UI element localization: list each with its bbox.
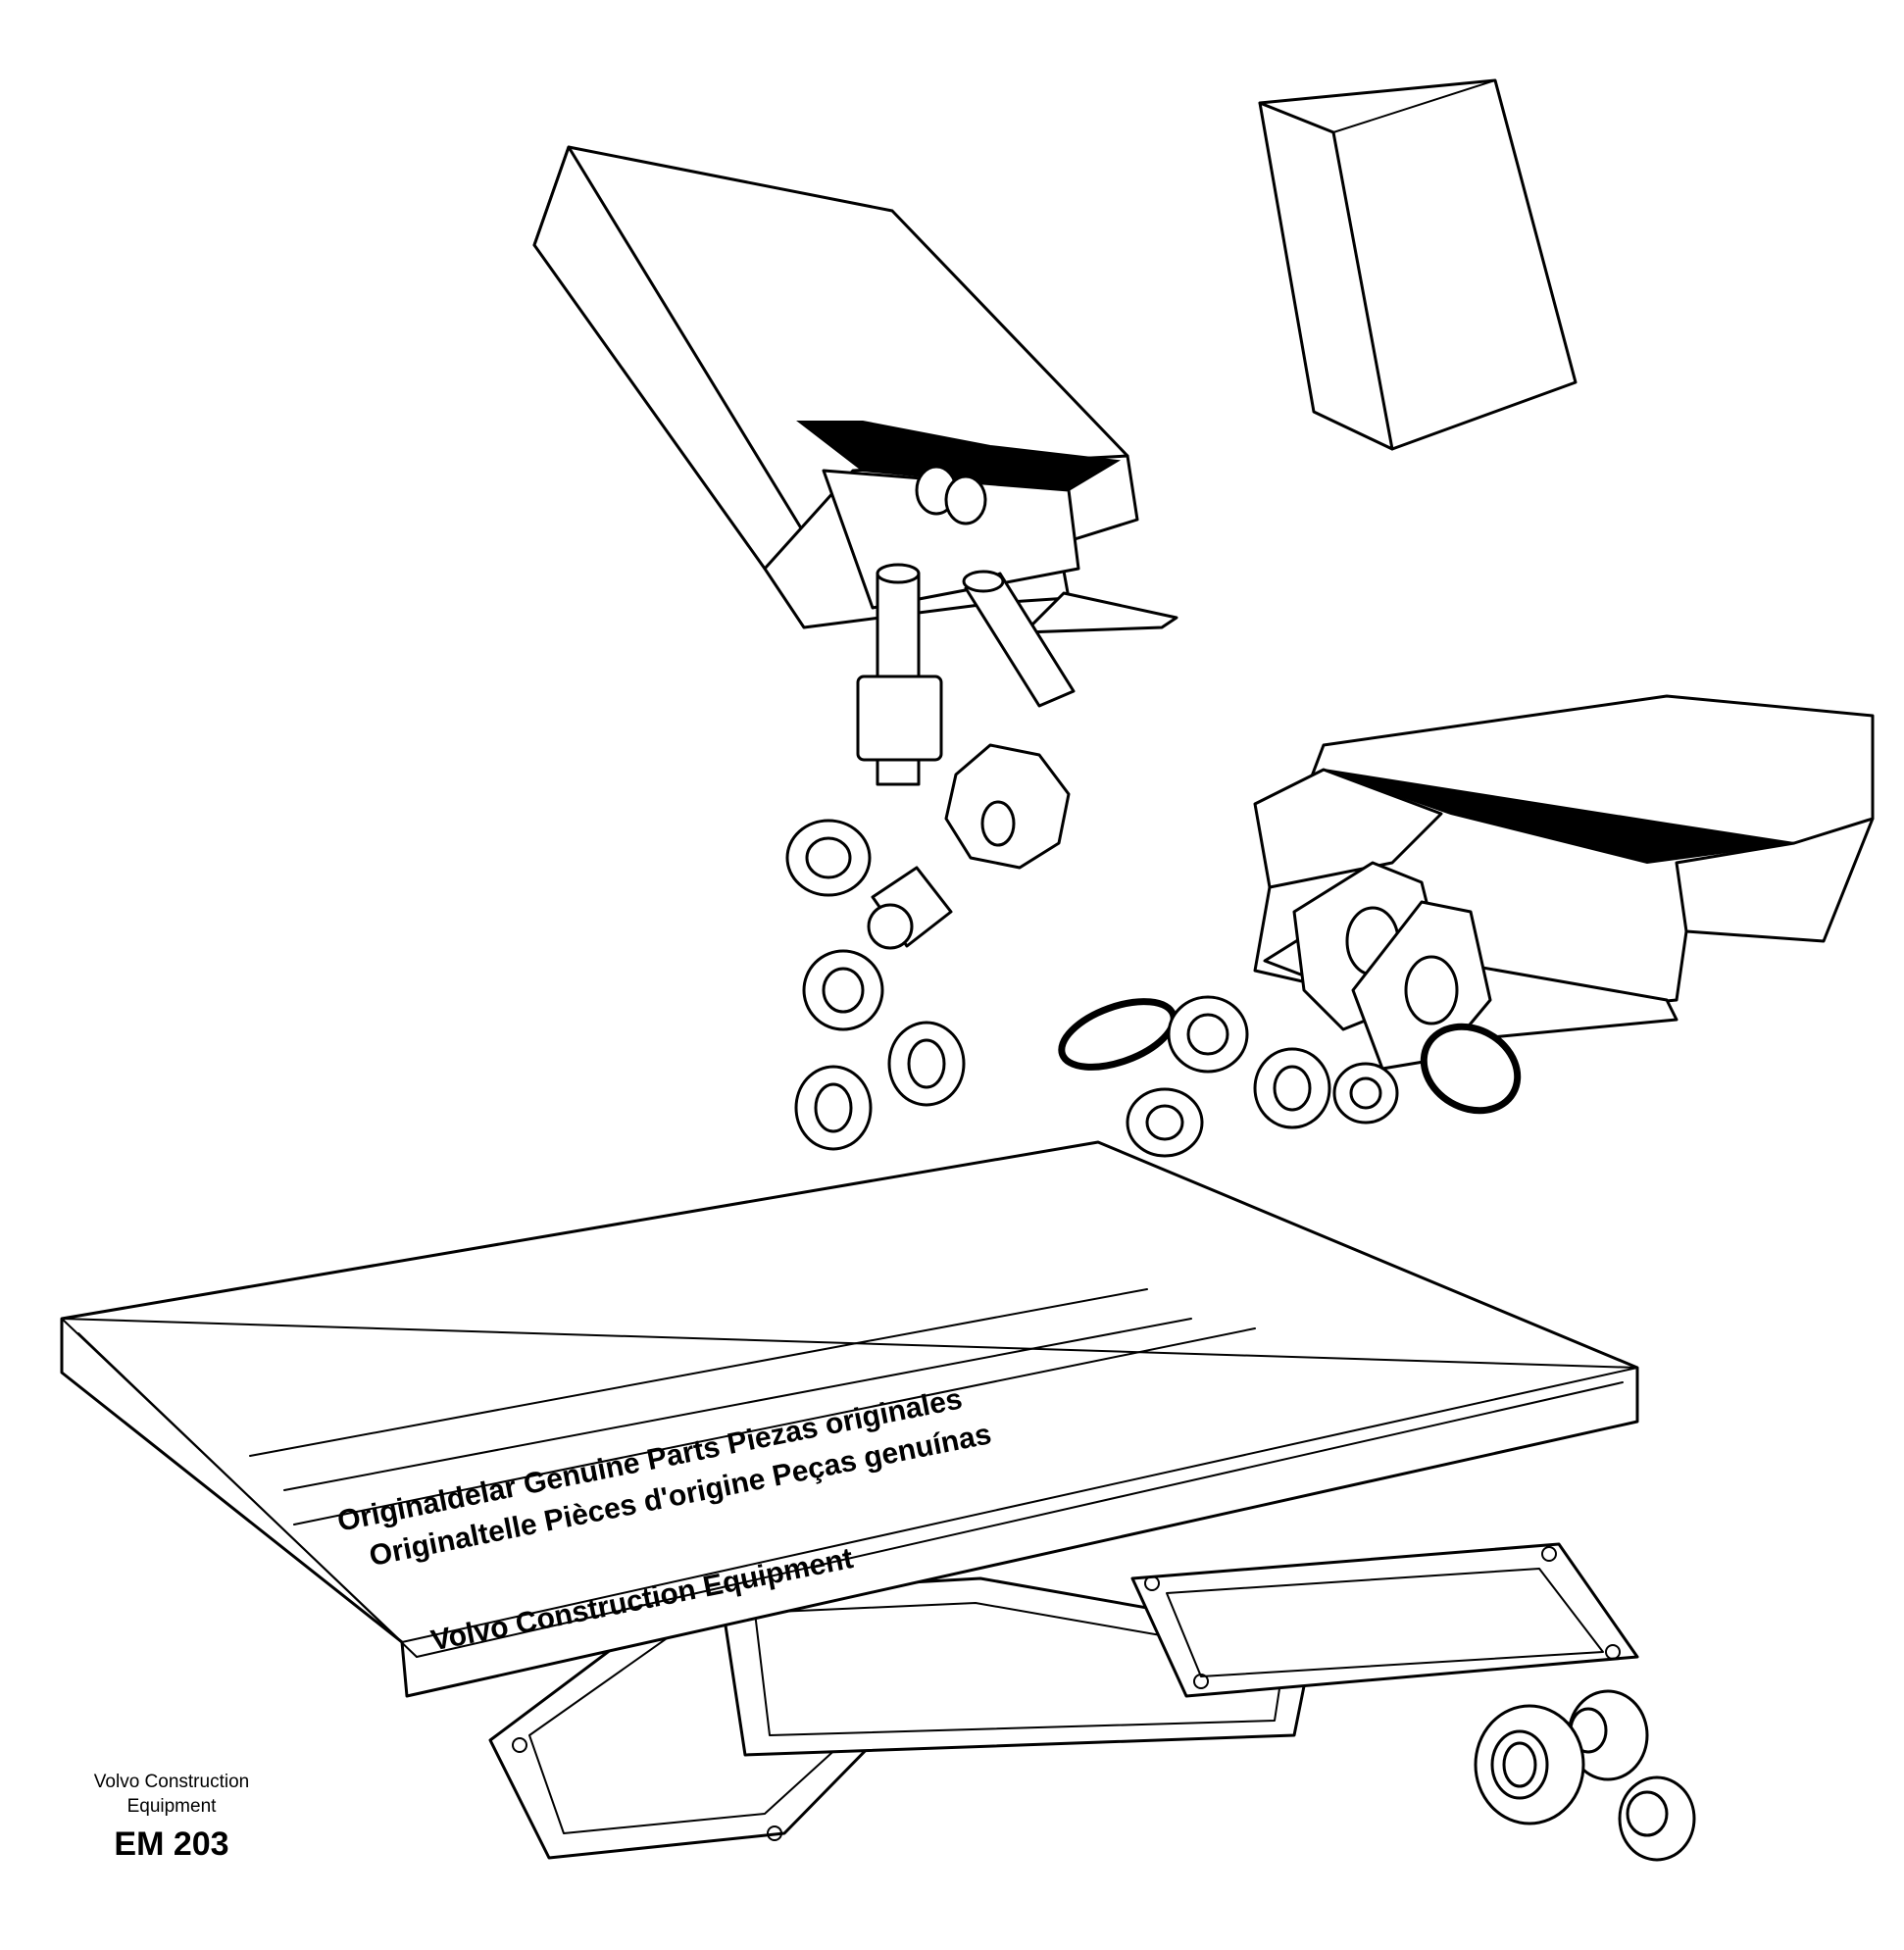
closed-parts-box — [1258, 78, 1578, 451]
figure-caption: Volvo Construction Equipment EM 203 — [59, 1770, 284, 1866]
rectangular-gaskets — [488, 1542, 1639, 1860]
shaft-part — [856, 563, 943, 786]
seal-rings-right — [1058, 995, 1522, 1158]
caption-company-line1: Volvo Construction — [93, 1772, 250, 1792]
ball-bearings — [1474, 1689, 1696, 1862]
pin-part — [962, 570, 1076, 708]
bushing-part — [867, 866, 953, 950]
parts-manual-book — [60, 1140, 1639, 1698]
gear-part — [944, 743, 1071, 870]
open-parts-box-upper — [532, 145, 1178, 634]
seal-rings-left — [785, 819, 966, 1151]
figure-code: EM 203 — [114, 1825, 229, 1863]
caption-company-line2: Equipment — [126, 1796, 217, 1817]
